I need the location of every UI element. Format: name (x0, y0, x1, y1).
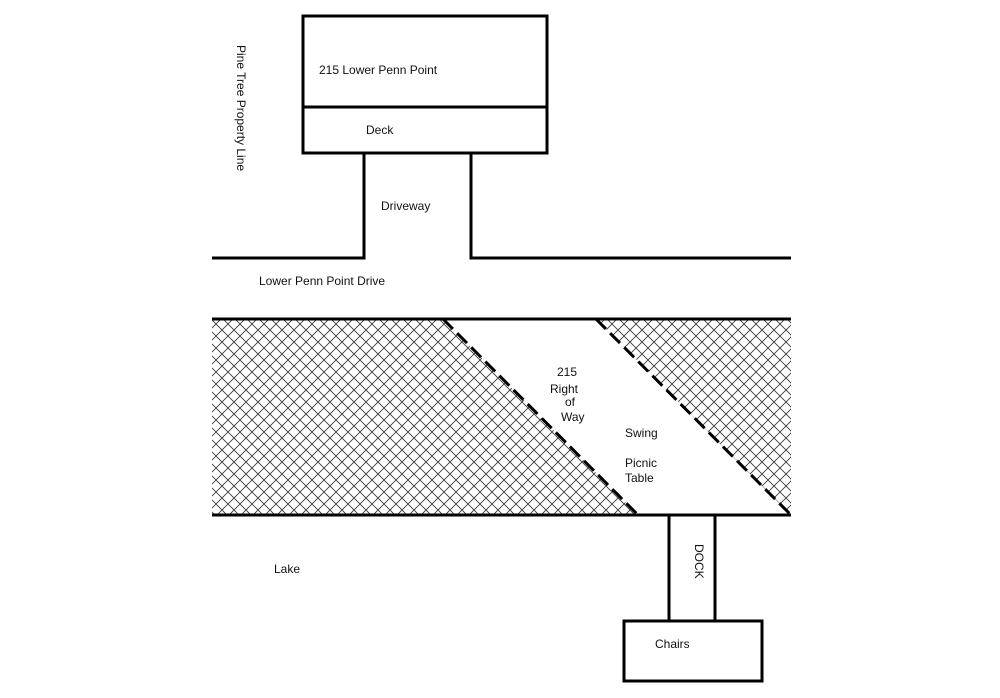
house-label: 215 Lower Penn Point (319, 63, 438, 77)
picnic-table-label-line2: Table (625, 471, 654, 485)
hatched-shore-left (212, 319, 638, 515)
right-of-way-label-line1: 215 (557, 365, 577, 379)
picnic-table-label-line1: Picnic (625, 456, 657, 470)
property-line-label: Pine Tree Property Line (234, 45, 248, 171)
right-of-way-label-line2: Right (550, 382, 579, 396)
right-of-way-right-boundary (594, 317, 793, 517)
swing-label: Swing (625, 426, 658, 440)
road-label: Lower Penn Point Drive (259, 274, 385, 288)
right-of-way-label-line3: of (565, 395, 576, 409)
right-of-way-left-boundary (441, 317, 640, 517)
chairs-label: Chairs (655, 637, 690, 651)
driveway-right-edge (469, 153, 791, 260)
lake-label: Lake (274, 562, 300, 576)
deck-label: Deck (366, 123, 394, 137)
dock-platform (622, 619, 764, 683)
driveway-label: Driveway (381, 199, 430, 213)
house-outline (301, 14, 549, 155)
driveway-left-edge (212, 153, 366, 260)
dock-label: DOCK (692, 544, 706, 579)
right-of-way-label-line4: Way (561, 410, 585, 424)
